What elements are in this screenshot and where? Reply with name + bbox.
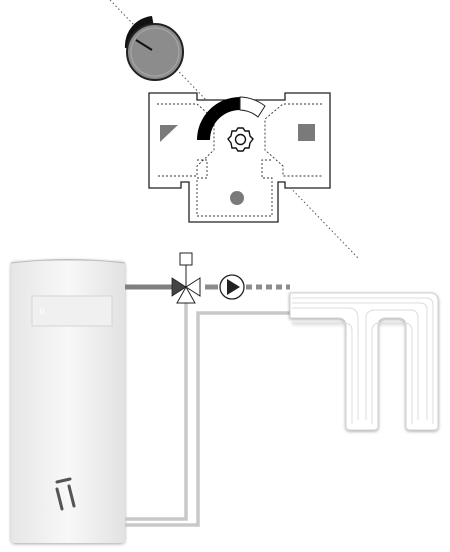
- valve-internal-channels: [157, 103, 322, 217]
- valve-spindle-icon: [227, 127, 254, 152]
- bypass-pipe: [125, 295, 188, 521]
- boiler-body: [11, 261, 125, 543]
- boiler-unit: ɪi: [10, 259, 126, 543]
- knob-face: [126, 23, 184, 81]
- boiler-panel-label: ɪi: [39, 306, 44, 316]
- floor-heating-loop: [289, 292, 439, 431]
- pump-icon[interactable]: [219, 274, 245, 300]
- return-pipe: [125, 311, 290, 527]
- boiler-logo-icon: [55, 477, 76, 511]
- boiler-control-panel: [31, 295, 113, 327]
- valve-port-triangle-icon: [160, 125, 178, 142]
- mixing-valve-icon[interactable]: [171, 252, 201, 304]
- knob-pointer: [135, 39, 153, 51]
- valve-port-circle-icon: [230, 191, 244, 205]
- mixing-valve-body: [148, 92, 331, 223]
- actuator-icon: [179, 252, 193, 266]
- rotary-knob-icon[interactable]: [124, 16, 184, 81]
- valve-sector: [197, 97, 240, 140]
- valve-port-square-icon: [298, 124, 315, 141]
